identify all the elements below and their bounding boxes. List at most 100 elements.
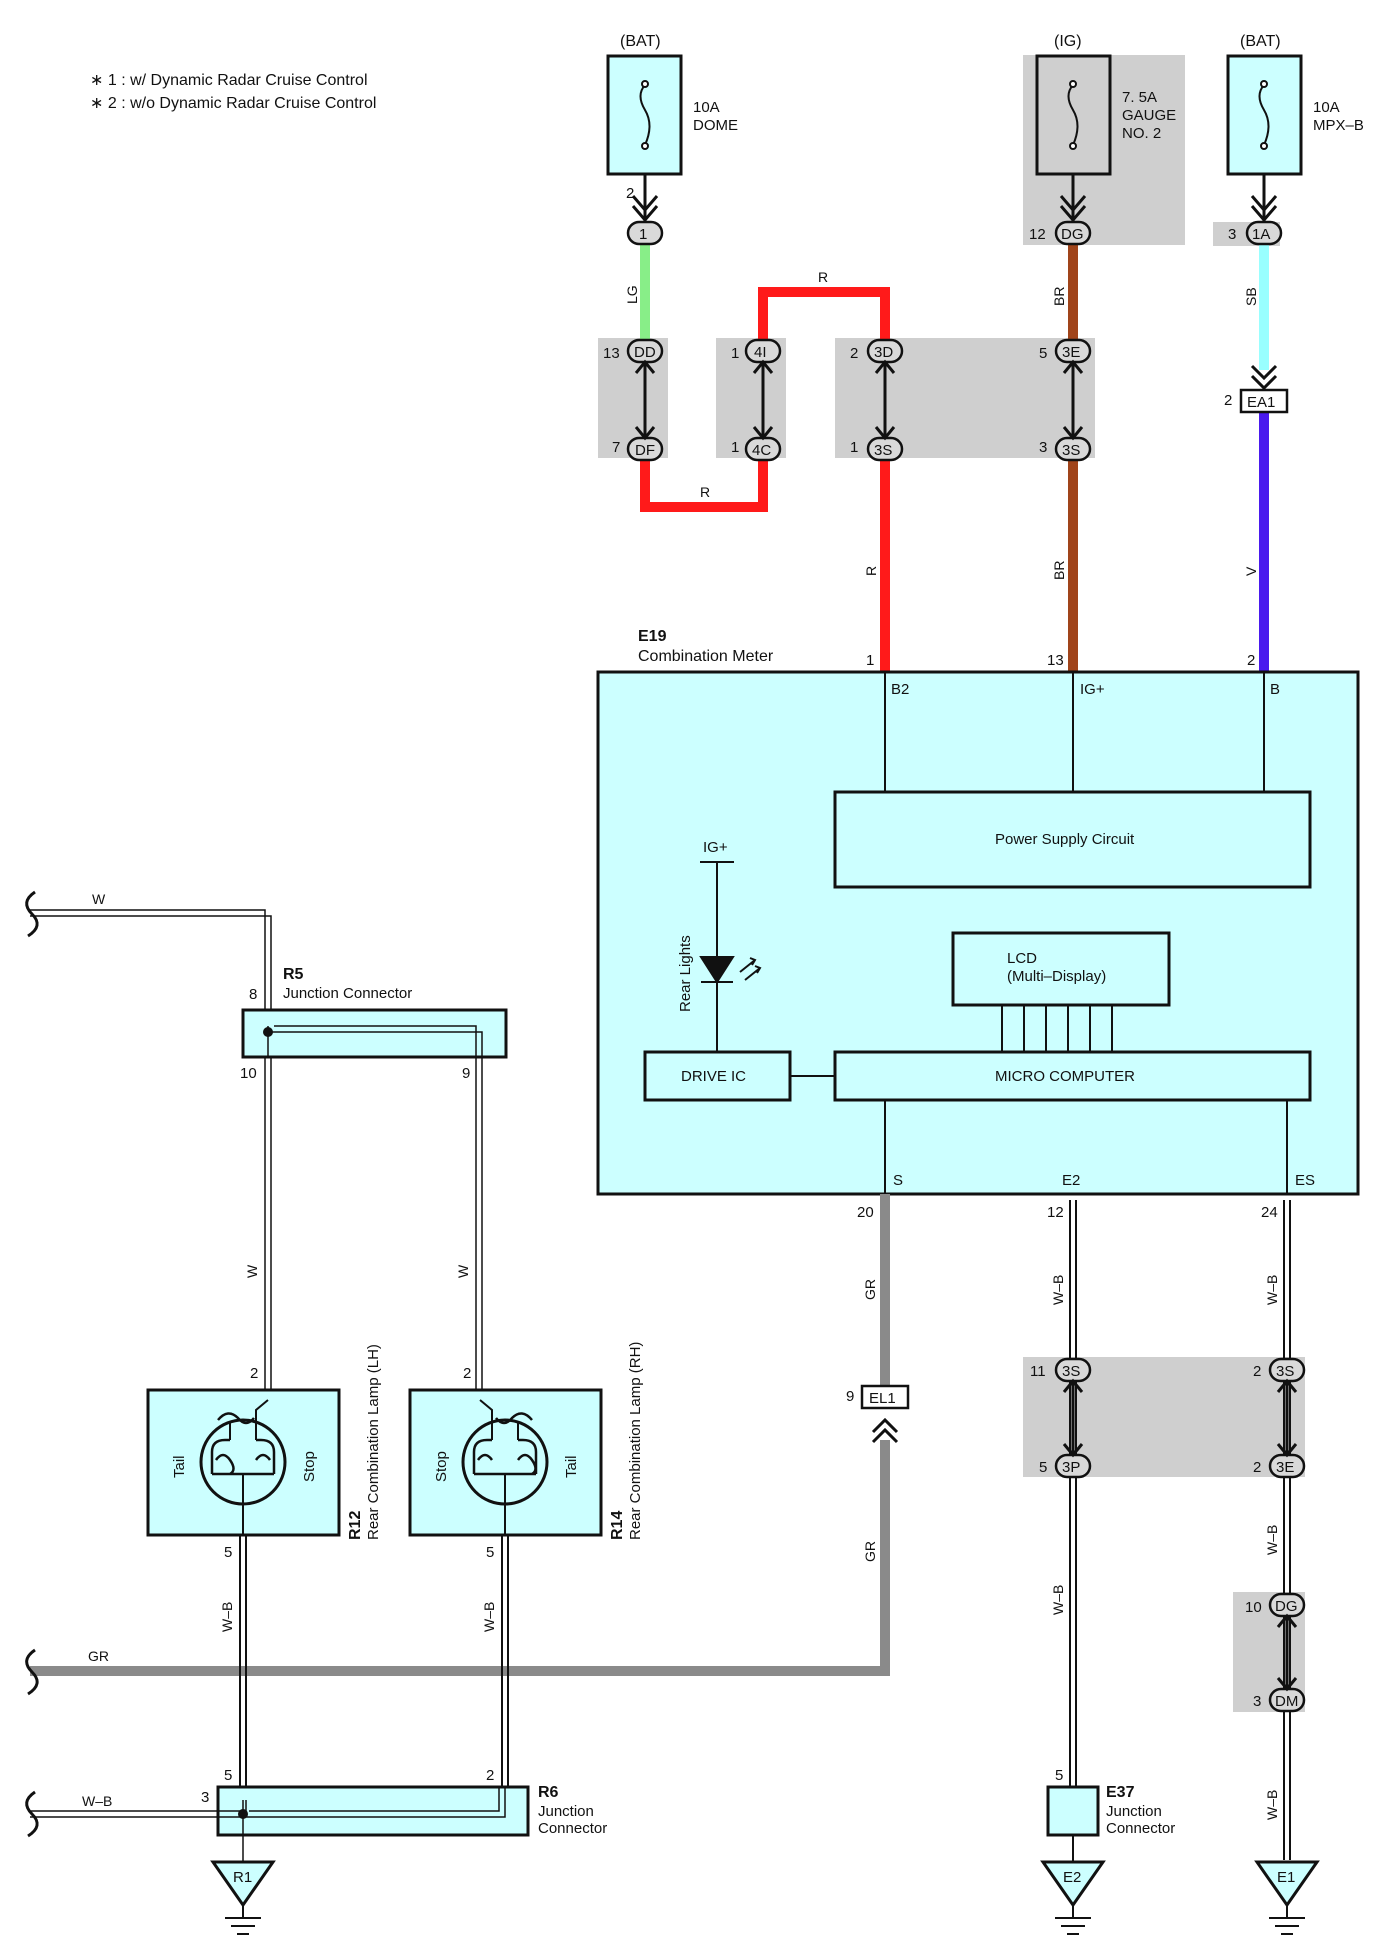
4i-4c-arrows-icon bbox=[752, 359, 774, 441]
conn-dm-label: DM bbox=[1275, 1693, 1298, 1710]
conn-dg-top-label: DG bbox=[1061, 226, 1084, 243]
pin-11-3s: 11 bbox=[1030, 1363, 1046, 1380]
ground-r1-earth-icon bbox=[225, 1905, 261, 1935]
wire-wb-es-group bbox=[1283, 1200, 1291, 1860]
meter-pin-2: 2 bbox=[1247, 652, 1255, 669]
conn-3p: 3P bbox=[1054, 1453, 1092, 1479]
pin-12-dg: 12 bbox=[1029, 226, 1046, 243]
conn-4i-label: 4I bbox=[754, 344, 767, 361]
pin-2-3s-r: 2 bbox=[1253, 1363, 1261, 1380]
conn-3d: 3D bbox=[866, 338, 904, 364]
pin-9-el1: 9 bbox=[846, 1388, 854, 1405]
wire-label-wb-5: W–B bbox=[1264, 1790, 1280, 1820]
ground-r1: R1 bbox=[210, 1860, 276, 1935]
conn-1: 1 bbox=[626, 220, 664, 246]
note-1: ∗ 1 : w/ Dynamic Radar Cruise Control bbox=[90, 72, 368, 89]
wire-label-w-2: W bbox=[244, 1264, 260, 1278]
wire-label-gr-3: GR bbox=[88, 1648, 109, 1664]
wire-label-wb-1: W–B bbox=[1050, 1275, 1066, 1305]
led-icon bbox=[699, 956, 735, 984]
r6-pin-5: 5 bbox=[224, 1767, 232, 1784]
fuse-dome-pin-bottom-icon bbox=[641, 142, 649, 150]
wire-label-r-bot: R bbox=[700, 484, 710, 500]
r5-junction-box bbox=[241, 1008, 508, 1059]
link-dg-dm-arrows-icon bbox=[1276, 1613, 1298, 1692]
rh-pin-2: 2 bbox=[463, 1365, 471, 1382]
conn-3s-b-label: 3S bbox=[1062, 442, 1080, 459]
meter-term-e2: E2 bbox=[1062, 1172, 1080, 1189]
lamp-lh-filament-top-icon bbox=[217, 1412, 255, 1425]
conn-3d-label: 3D bbox=[874, 344, 893, 361]
r6-name-2: Connector bbox=[538, 1820, 607, 1837]
e37-name-2: Connector bbox=[1106, 1820, 1175, 1837]
micro-computer-box bbox=[833, 1050, 1312, 1102]
gr-break-icon bbox=[25, 1648, 39, 1696]
rh-pin-5: 5 bbox=[486, 1544, 494, 1561]
pin-3-3s: 3 bbox=[1039, 439, 1047, 456]
pin-13-dd: 13 bbox=[603, 345, 620, 362]
wire-label-sb: SB bbox=[1243, 287, 1259, 306]
pin-7-df: 7 bbox=[612, 439, 620, 456]
conn-4i: 4I bbox=[744, 338, 782, 364]
meter-name: Combination Meter bbox=[638, 648, 774, 665]
conn-3s-a-label: 3S bbox=[874, 442, 892, 459]
ground-e1-label: E1 bbox=[1277, 1869, 1295, 1886]
lamp-rh-wires-icon bbox=[479, 1399, 519, 1440]
lcd-box bbox=[951, 931, 1171, 1007]
drive-ic-box bbox=[643, 1050, 792, 1102]
fuse-mpx-source: (BAT) bbox=[1240, 33, 1281, 50]
meter-pin-24: 24 bbox=[1261, 1204, 1278, 1221]
conn-3s-l: 3S bbox=[1054, 1357, 1092, 1383]
pin-2-dome: 2 bbox=[626, 185, 634, 202]
lamp-lh-tail: Tail bbox=[171, 1455, 188, 1478]
conn-3s-b: 3S bbox=[1054, 436, 1092, 462]
fuse-gauge-pin-top-icon bbox=[1069, 80, 1077, 88]
fuse-gauge: (IG) 7. 5A GAUGE NO. 2 bbox=[1035, 33, 1176, 176]
pin-8-r5: 8 bbox=[249, 986, 257, 1003]
drive-ic-label: DRIVE IC bbox=[681, 1068, 746, 1085]
r12-name: Rear Combination Lamp (LH) bbox=[365, 1344, 382, 1540]
3e-3s-arrows-icon bbox=[1062, 359, 1084, 441]
ground-e2: E2 bbox=[1040, 1860, 1106, 1935]
fuse-dome-body bbox=[606, 54, 683, 176]
conn-dm: DM bbox=[1268, 1687, 1306, 1713]
fuse-dome-rating: 10A bbox=[693, 99, 720, 116]
meter-term-s: S bbox=[893, 1172, 903, 1189]
wire-label-w-1: W bbox=[92, 891, 106, 907]
wb-break-icon bbox=[25, 1790, 39, 1838]
pin-10-dg: 10 bbox=[1245, 1599, 1262, 1616]
pin-2-ea1: 2 bbox=[1224, 392, 1232, 409]
pin-10-r5: 10 bbox=[240, 1065, 257, 1082]
lamp-lh-stop: Stop bbox=[301, 1451, 318, 1482]
pin-1-4c: 1 bbox=[731, 439, 739, 456]
fuse-gauge-source: (IG) bbox=[1054, 33, 1082, 50]
r12-id: R12 bbox=[347, 1511, 364, 1540]
meter-term-b2: B2 bbox=[891, 681, 909, 698]
r6-pin-2: 2 bbox=[486, 1767, 494, 1784]
conn-3e-top: 3E bbox=[1054, 338, 1092, 364]
conn-dg-top: DG bbox=[1054, 220, 1092, 246]
r6-name-1: Junction bbox=[538, 1803, 594, 1820]
fuse-gauge-arrow-icon bbox=[1059, 195, 1087, 223]
power-supply-circuit bbox=[833, 790, 1312, 889]
meter-term-ig: IG+ bbox=[1080, 681, 1105, 698]
fuse-dome-arrow-icon bbox=[631, 195, 659, 223]
wire-label-wb-6: W–B bbox=[219, 1602, 235, 1632]
meter-term-b: B bbox=[1270, 681, 1280, 698]
r14-id: R14 bbox=[609, 1511, 626, 1540]
meter-pin-12: 12 bbox=[1047, 1204, 1064, 1221]
link-3s-3e-arrows-icon bbox=[1276, 1378, 1298, 1458]
conn-3e-r: 3E bbox=[1268, 1453, 1306, 1479]
conn-df: DF bbox=[626, 436, 664, 462]
conn-ea1 bbox=[1239, 388, 1289, 414]
wire-w-outer bbox=[30, 909, 266, 1010]
conn-dg-r-label: DG bbox=[1275, 1598, 1298, 1615]
r5-splice-dot-icon bbox=[263, 1027, 273, 1037]
r5-bus-2 bbox=[274, 1025, 477, 1057]
conn-ea1-label: EA1 bbox=[1247, 394, 1275, 411]
led-ig-label: IG+ bbox=[703, 839, 728, 856]
conn-1a: 1A bbox=[1245, 220, 1283, 246]
ground-e1-triangle-icon bbox=[1254, 1860, 1320, 1908]
lamp-rh-filament-top-icon bbox=[495, 1412, 533, 1425]
micro-computer-label: MICRO COMPUTER bbox=[995, 1068, 1135, 1085]
